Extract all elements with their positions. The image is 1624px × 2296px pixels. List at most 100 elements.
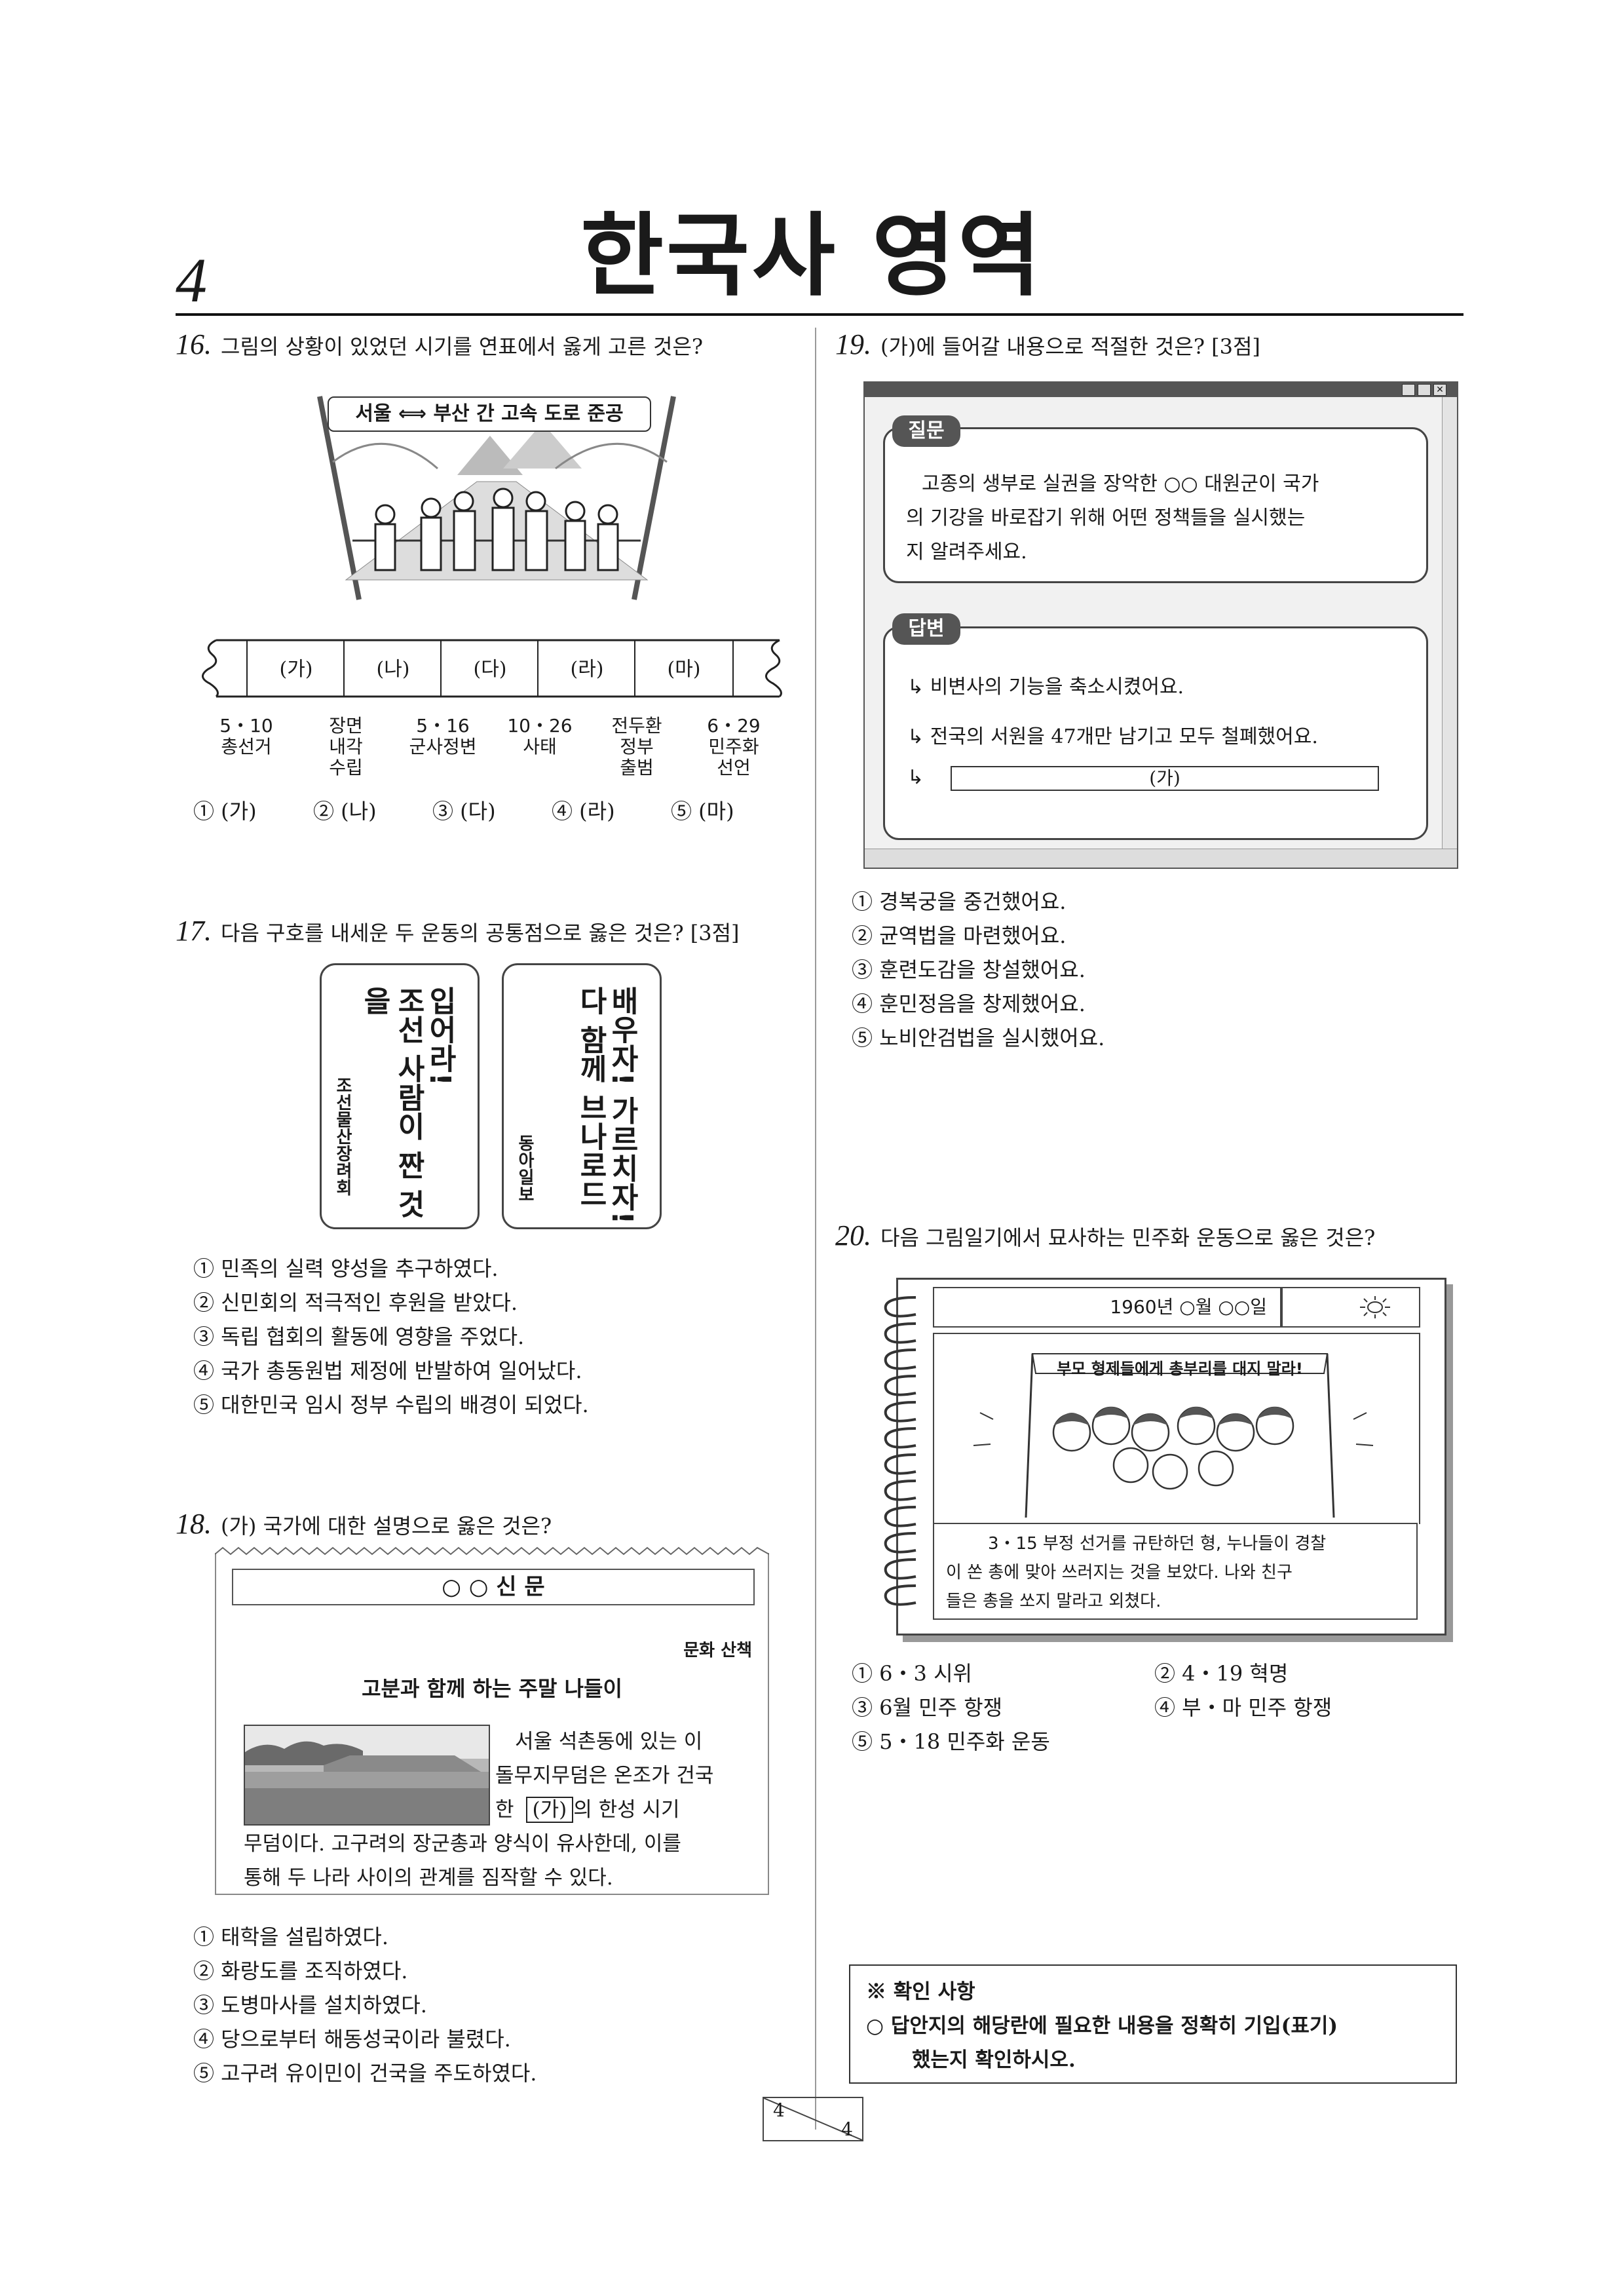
q17-choice-4[interactable]: ④ 국가 총동원법 제정에 반발하여 일어났다.	[193, 1358, 582, 1383]
newspaper-masthead: ○ ○ 신 문	[232, 1569, 755, 1605]
period-na: (나)	[343, 640, 442, 697]
q16-timeline: (가) (나) (다) (라) (마)	[190, 639, 799, 698]
page-title: 한국사 영역	[580, 203, 1044, 309]
status-bar	[865, 849, 1457, 868]
scrollbar[interactable]	[1442, 397, 1457, 849]
minimize-icon[interactable]	[1402, 384, 1415, 396]
q18-choice-2[interactable]: ② 화랑도를 조직하였다.	[193, 1959, 408, 1983]
period-ra: (라)	[537, 640, 635, 697]
q16-number: 16.	[176, 328, 212, 360]
blank-ga: (가)	[525, 1797, 574, 1823]
q20-number: 20.	[835, 1219, 871, 1252]
q17-choice-2[interactable]: ② 신민회의 적극적인 후원을 받았다.	[193, 1290, 518, 1315]
period-da: (다)	[440, 640, 538, 697]
q16-choice-3[interactable]: ③ (다)	[432, 799, 496, 824]
q20-choice-5[interactable]: ⑤ 5・18 민주화 운동	[852, 1729, 1050, 1754]
slogan-vnarod-org: 동아일보	[515, 1134, 535, 1202]
notice-line-2: 했는지 확인하시오.	[912, 2048, 1076, 2072]
answer-bubble: ↳ 비변사의 기능을 축소시켰어요. ↳ 전국의 서원을 47개만 남기고 모두…	[883, 626, 1428, 840]
newspaper-body-bottom: 무덤이다. 고구려의 장군총과 양식이 유사한데, 이를 통해 두 나라 사이의…	[244, 1832, 681, 1890]
slogan-card-mulsan: 입어라! 조선 사람이 짠 것을 조선물산장려회	[320, 963, 480, 1229]
q19-choice-3[interactable]: ③ 훈련도감을 창설했어요.	[852, 957, 1086, 982]
q19-number: 19.	[835, 328, 871, 360]
slogan-vnarod-line2: 다 함께 브나로드	[574, 986, 607, 1208]
maximize-icon[interactable]	[1418, 384, 1431, 396]
protest-drawing	[973, 1353, 1374, 1518]
notice-line-1: ○ 답안지의 해당란에 필요한 내용을 정확히 기입(표기)	[866, 2014, 1338, 2038]
q20-choice-3[interactable]: ③ 6월 민주 항쟁	[852, 1695, 1003, 1720]
diary-date: 1960년 ○월 ○○일	[934, 1288, 1281, 1326]
newspaper-body-side: 서울 석촌동에 있는 이 돌무지무덤은 온조가 건국 한(가)의 한성 시기	[495, 1730, 714, 1823]
q19-choice-2[interactable]: ② 균역법을 마련했어요.	[852, 923, 1067, 948]
period-ma: (마)	[634, 640, 734, 697]
question-text: 고종의 생부로 실권을 장악한 ○○ 대원군이 국가 의 기강을 바로잡기 위해…	[906, 472, 1319, 564]
diary-drawing: 부모 형제들에게 총부리를 대지 말라!	[933, 1333, 1420, 1524]
diary-text: 3・15 부정 선거를 규탄하던 형, 누나들이 경찰 이 쏜 총에 맞아 쓰러…	[933, 1523, 1418, 1620]
diary-date-bar: 1960년 ○월 ○○일	[933, 1287, 1420, 1328]
q19-choice-5[interactable]: ⑤ 노비안검법을 실시했어요.	[852, 1025, 1105, 1050]
seokchon-tomb-photo	[244, 1725, 490, 1826]
q16-choice-2[interactable]: ② (나)	[313, 799, 377, 824]
window-titlebar	[865, 383, 1457, 397]
close-icon[interactable]: ✕	[1433, 384, 1446, 396]
notice-title: ※ 확인 사항	[866, 1980, 975, 2004]
q18-choice-1[interactable]: ① 태학을 설립하였다.	[193, 1924, 389, 1949]
q17-choice-1[interactable]: ① 민족의 실력 양성을 추구하였다.	[193, 1256, 499, 1281]
q18-text: (가) 국가에 대한 설명으로 옳은 것은?	[221, 1514, 552, 1539]
torn-edge	[215, 1546, 769, 1556]
q17-choice-3[interactable]: ③ 독립 협회의 활동에 영향을 주었다.	[193, 1324, 525, 1349]
answer-tag: 답변	[892, 613, 960, 645]
q20-choice-1[interactable]: ① 6・3 시위	[852, 1661, 972, 1686]
q20-stem: 20. 다음 그림일기에서 묘사하는 민주화 운동으로 옳은 것은?	[835, 1219, 1375, 1252]
q20-choice-4[interactable]: ④ 부・마 민주 항쟁	[1154, 1695, 1332, 1720]
protest-placard: 부모 형제들에게 총부리를 대지 말라!	[1057, 1360, 1303, 1378]
q16-choice-5[interactable]: ⑤ (마)	[671, 799, 734, 824]
q18-choice-5[interactable]: ⑤ 고구려 유이민이 건국을 주도하였다.	[193, 2061, 537, 2086]
q20-choice-2[interactable]: ② 4・19 혁명	[1154, 1661, 1289, 1686]
slogan-mulsan-line1: 입어라!	[423, 986, 457, 1086]
question-bubble: 고종의 생부로 실권을 장악한 ○○ 대원군이 국가 의 기강을 바로잡기 위해…	[883, 427, 1428, 583]
q17-number: 17.	[176, 915, 212, 947]
weather-cell	[1281, 1288, 1419, 1326]
slogan-vnarod-line1: 배우자! 가르치자!	[605, 986, 639, 1225]
page-indicator: 4 4	[763, 2097, 863, 2141]
q18-choice-3[interactable]: ③ 도병마사를 설치하였다.	[193, 1993, 427, 2018]
newspaper-headline: 고분과 함께 하는 주말 나들이	[362, 1676, 622, 1701]
q18-choices: ① 태학을 설립하였다. ② 화랑도를 조직하였다. ③ 도병마사를 설치하였다…	[193, 1920, 537, 2090]
picture-diary: 1960년 ○월 ○○일	[877, 1278, 1453, 1645]
q20-text: 다음 그림일기에서 묘사하는 민주화 운동으로 옳은 것은?	[880, 1225, 1376, 1250]
newspaper-clipping: ○ ○ 신 문 문화 산책 고분과 함께 하는 주말 나들이 서울 석촌동에 있…	[215, 1546, 769, 1895]
q17-choices: ① 민족의 실력 양성을 추구하였다. ② 신민회의 적극적인 후원을 받았다.…	[193, 1252, 589, 1422]
newspaper-section: 문화 산책	[683, 1641, 752, 1660]
q19-text: (가)에 들어갈 내용으로 적절한 것은? [3점]	[880, 334, 1260, 359]
q19-choice-4[interactable]: ④ 훈민정음을 창제했어요.	[852, 991, 1086, 1016]
q19-choice-1[interactable]: ① 경복궁을 중건했어요.	[852, 889, 1067, 914]
q16-stem: 16.그림의 상황이 있었던 시기를 연표에서 옳게 고른 것은?	[176, 328, 703, 361]
q18-choice-4[interactable]: ④ 당으로부터 해동성국이라 불렸다.	[193, 2027, 511, 2052]
answer-1: ↳ 비변사의 기능을 축소시켰어요.	[907, 676, 1184, 698]
spiral-binding-icon	[884, 1296, 916, 1606]
q19-choices: ① 경복궁을 중건했어요. ② 균역법을 마련했어요. ③ 훈련도감을 창설했어…	[852, 885, 1105, 1055]
page-indicator-slash	[764, 2098, 862, 2140]
total-pages: 4	[841, 2118, 853, 2140]
qa-window: ✕ 고종의 생부로 실권을 장악한 ○○ 대원군이 국가 의 기강을 바로잡기 …	[863, 381, 1458, 869]
q16-choice-1[interactable]: ① (가)	[193, 799, 257, 824]
answer-blank: (가)	[951, 766, 1379, 791]
q17-text: 다음 구호를 내세운 두 운동의 공통점으로 옳은 것은? [3점]	[221, 921, 740, 946]
highway-banner: 서울 ⟺ 부산 간 고속 도로 준공	[328, 396, 651, 432]
timeline-frame	[202, 639, 782, 698]
slogan-card-vnarod: 배우자! 가르치자! 다 함께 브나로드 동아일보	[502, 963, 662, 1229]
page-number: 4	[176, 245, 207, 315]
current-page: 4	[773, 2099, 785, 2121]
q17-choice-5[interactable]: ⑤ 대한민국 임시 정부 수립의 배경이 되었다.	[193, 1392, 589, 1417]
answer-2: ↳ 전국의 서원을 47개만 남기고 모두 철폐했어요.	[907, 725, 1318, 748]
question-tag: 질문	[892, 415, 960, 447]
q16-choice-4[interactable]: ④ (라)	[552, 799, 615, 824]
slogan-mulsan-line2: 조선 사람이 짠 것을	[358, 986, 425, 1218]
